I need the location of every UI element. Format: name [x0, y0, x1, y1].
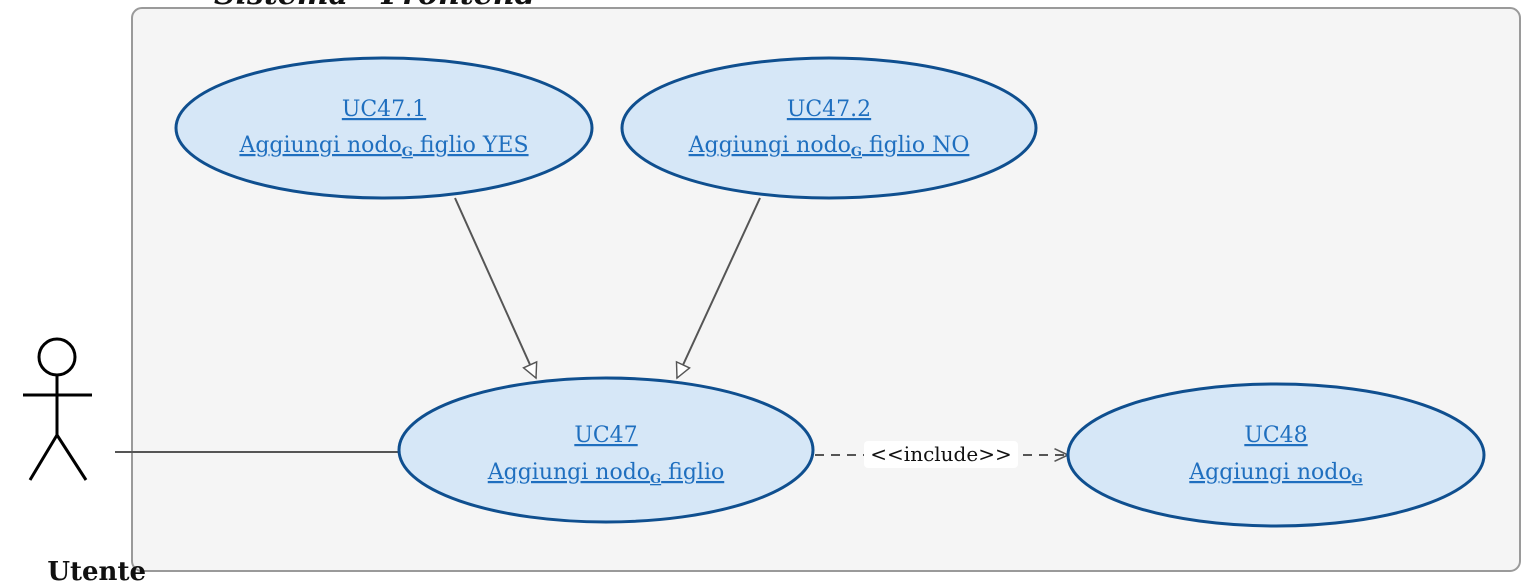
generalization-edge-uc47-1 — [454, 197, 538, 380]
use-case-uc47-2[interactable]: UC47.2 Aggiungi nodoG figlio NO — [620, 56, 1038, 200]
actor-left-leg — [28, 434, 59, 481]
use-case-title[interactable]: Aggiungi nodoG figlio — [487, 460, 724, 487]
use-case-title[interactable]: Aggiungi nodoG figlio NO — [688, 133, 970, 160]
use-case-ellipse — [174, 56, 594, 200]
use-case-id[interactable]: UC47 — [574, 423, 637, 448]
use-case-ellipse — [1066, 382, 1486, 528]
use-case-title[interactable]: Aggiungi nodoG figlio YES — [238, 133, 528, 160]
use-case-title-main: Aggiungi nodo — [1188, 460, 1351, 485]
use-case-id[interactable]: UC47.2 — [787, 97, 871, 122]
use-case-uc48[interactable]: UC48 Aggiungi nodoG — [1066, 382, 1486, 528]
include-label-bg — [864, 441, 1018, 468]
use-case-title-main: Aggiungi nodo — [238, 133, 401, 158]
use-case-title-suffix: figlio NO — [862, 133, 969, 158]
use-case-title-main: Aggiungi nodo — [688, 133, 851, 158]
glossary-marker: G — [851, 145, 862, 160]
use-case-ellipse — [397, 376, 815, 524]
use-case-uc47[interactable]: UC47 Aggiungi nodoG figlio — [397, 376, 815, 524]
use-case-title-suffix: figlio YES — [413, 133, 529, 158]
generalization-edge-uc47-2 — [675, 197, 761, 380]
use-case-ellipse — [620, 56, 1038, 200]
use-case-title-suffix: figlio — [661, 460, 724, 485]
use-case-id[interactable]: UC47.1 — [342, 97, 426, 122]
actor-head — [37, 337, 77, 377]
glossary-marker: G — [1352, 472, 1363, 487]
use-case-title-main: Aggiungi nodo — [487, 460, 650, 485]
system-title: Sistema - Frontend — [214, 0, 536, 12]
use-case-uc47-1[interactable]: UC47.1 Aggiungi nodoG figlio YES — [174, 56, 594, 200]
glossary-marker: G — [402, 145, 413, 160]
actor-utente[interactable] — [23, 337, 92, 481]
actor-label: Utente — [47, 557, 146, 585]
glossary-marker: G — [650, 472, 661, 487]
use-case-id[interactable]: UC48 — [1244, 423, 1307, 448]
use-case-title[interactable]: Aggiungi nodoG — [1188, 460, 1362, 487]
actor-right-leg — [55, 434, 88, 481]
include-label: <<include>> — [870, 442, 1011, 466]
